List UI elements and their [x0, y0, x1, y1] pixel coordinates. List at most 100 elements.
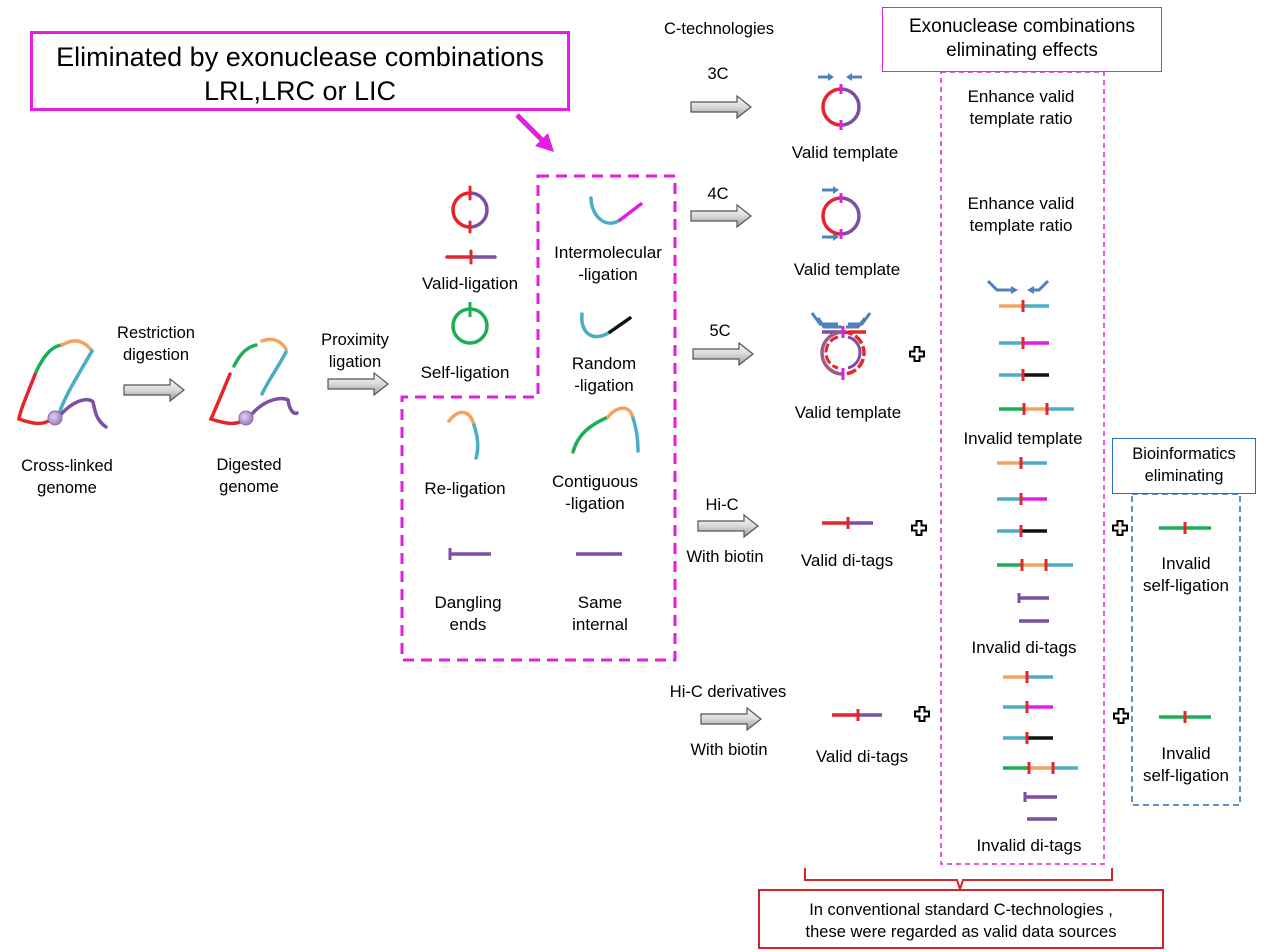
- conventional-bracket: [804, 868, 1113, 893]
- intermolecular-line2: -ligation: [578, 265, 638, 284]
- re-ligation-label: Re-ligation: [424, 479, 506, 498]
- valid-template-4c-icon: [821, 186, 861, 241]
- invalid-ditags-derivatives-icons: [1003, 671, 1078, 821]
- contiguous-line1: Contiguous: [551, 472, 639, 491]
- restriction-line1: Restriction: [117, 324, 195, 342]
- exonuclease-title-line2: eliminating effects: [946, 40, 1098, 61]
- valid-ditags-derivatives-icon: [832, 709, 882, 721]
- valid-ditags-hic-label: Valid di-tags: [800, 551, 894, 570]
- digested-line2: genome: [219, 478, 279, 496]
- proximity-arrow: [327, 372, 389, 396]
- invalid-self-hic-line1: Invalid: [1161, 554, 1211, 573]
- valid-template-5c-label: Valid template: [794, 403, 902, 422]
- dangling-ends-icon: [448, 548, 491, 560]
- proximity-label: Proximity ligation: [321, 329, 389, 373]
- invalid-self-deriv-line1: Invalid: [1161, 744, 1211, 763]
- proximity-line1: Proximity: [321, 331, 389, 349]
- contiguous-label: Contiguous -ligation: [552, 471, 638, 515]
- bioinformatics-line2: eliminating: [1144, 467, 1224, 485]
- valid-template-5c-icon: [810, 312, 872, 380]
- conventional-line1: In conventional standard C-technologies …: [809, 901, 1113, 919]
- invalid-self-ligation-icons: [1159, 522, 1211, 723]
- plus-icon: [1113, 708, 1129, 724]
- invalid-template-icons: [986, 279, 1074, 415]
- invalid-self-deriv-line2: self-ligation: [1143, 766, 1229, 785]
- same-internal-label: Same internal: [572, 592, 628, 636]
- dangling-line2: ends: [449, 615, 487, 634]
- cross-linked-genome-icon: [17, 339, 108, 429]
- contiguous-ligation-icon: [571, 406, 640, 454]
- dangling-line1: Dangling: [434, 593, 502, 612]
- plus-icon: [909, 346, 925, 362]
- valid-ligation-label: Valid-ligation: [421, 274, 519, 293]
- random-ligation-icon: [580, 312, 632, 339]
- valid-template-3c-icon: [818, 73, 862, 130]
- hic-biotin-label: With biotin: [686, 548, 764, 566]
- valid-ligation-icon: [445, 185, 497, 265]
- intermolecular-label: Intermolecular -ligation: [554, 242, 662, 286]
- tech-5c-label: 5C: [709, 322, 731, 340]
- same-internal-line1: Same: [577, 593, 623, 612]
- enhance-3c-line2: template ratio: [969, 109, 1073, 128]
- valid-template-3c-label: Valid template: [791, 143, 899, 162]
- plus-icon: [1112, 520, 1128, 536]
- re-ligation-icon: [447, 410, 480, 460]
- tech-4c-label: 4C: [707, 185, 729, 203]
- cross-linked-label: Cross-linked genome: [21, 455, 113, 499]
- intermolecular-ligation-icon: [589, 196, 643, 225]
- arrow-hic-derivatives: [700, 707, 762, 731]
- restriction-line2: digestion: [122, 346, 190, 364]
- restriction-arrow: [123, 378, 185, 402]
- eliminated-title-line1: Eliminated by exonuclease combinations: [56, 42, 544, 72]
- invalid-self-ligation-derivatives-label: Invalid self-ligation: [1143, 743, 1229, 787]
- invalid-self-ligation-hic-label: Invalid self-ligation: [1143, 553, 1229, 597]
- digested-label: Digested genome: [216, 454, 281, 498]
- digested-line1: Digested: [216, 456, 282, 474]
- valid-template-4c-label: Valid template: [793, 260, 901, 279]
- cross-linked-line1: Cross-linked: [21, 457, 113, 475]
- eliminated-dashed-region: [400, 174, 677, 662]
- conventional-box: In conventional standard C-technologies …: [758, 889, 1164, 949]
- plus-icon: [911, 520, 927, 536]
- tech-hic-label: Hi-C: [705, 496, 739, 514]
- derivatives-biotin-label: With biotin: [690, 741, 768, 759]
- plus-icon: [914, 706, 930, 722]
- cross-linked-line2: genome: [37, 479, 97, 497]
- exonuclease-effects-box: Exonuclease combinations eliminating eff…: [882, 7, 1162, 72]
- random-label: Random -ligation: [572, 353, 636, 397]
- valid-ditags-derivatives-label: Valid di-tags: [815, 747, 909, 766]
- arrow-hic: [697, 514, 759, 538]
- bioinformatics-dashed-column: [1131, 493, 1241, 806]
- invalid-ditags-derivatives-label: Invalid di-tags: [976, 836, 1082, 855]
- contiguous-line2: -ligation: [565, 494, 625, 513]
- enhance-4c-line2: template ratio: [969, 216, 1073, 235]
- same-internal-line2: internal: [572, 615, 628, 634]
- invalid-self-hic-line2: self-ligation: [1143, 576, 1229, 595]
- digested-genome-icon: [208, 337, 299, 426]
- dangling-ends-label: Dangling ends: [434, 592, 501, 636]
- enhance-4c-label: Enhance valid template ratio: [968, 193, 1075, 237]
- random-line2: -ligation: [574, 376, 634, 395]
- random-line1: Random: [571, 354, 637, 373]
- invalid-template-label: Invalid template: [963, 429, 1083, 448]
- eliminated-title-line2: LRL,LRC or LIC: [203, 76, 397, 106]
- invalid-ditags-hic-label: Invalid di-tags: [971, 638, 1077, 657]
- bioinformatics-box: Bioinformatics eliminating: [1112, 438, 1256, 494]
- arrow-3c: [690, 95, 752, 119]
- exonuclease-title-line1: Exonuclease combinations: [908, 16, 1136, 37]
- bioinformatics-line1: Bioinformatics: [1132, 445, 1236, 463]
- exonuclease-dashed-column: [940, 71, 1105, 865]
- arrow-5c: [692, 342, 754, 366]
- intermolecular-line1: Intermolecular: [554, 243, 662, 262]
- enhance-3c-label: Enhance valid template ratio: [968, 86, 1075, 130]
- eliminated-title-box: Eliminated by exonuclease combinations L…: [30, 31, 570, 111]
- enhance-4c-line1: Enhance valid: [967, 194, 1075, 213]
- valid-ditags-hic-icon: [822, 517, 873, 529]
- c-technologies-heading: C-technologies: [663, 20, 775, 38]
- pointer-arrow: [515, 113, 554, 152]
- self-ligation-label: Self-ligation: [420, 363, 510, 382]
- enhance-3c-line1: Enhance valid: [967, 87, 1075, 106]
- arrow-4c: [690, 204, 752, 228]
- tech-3c-label: 3C: [707, 65, 729, 83]
- proximity-line2: ligation: [328, 353, 382, 371]
